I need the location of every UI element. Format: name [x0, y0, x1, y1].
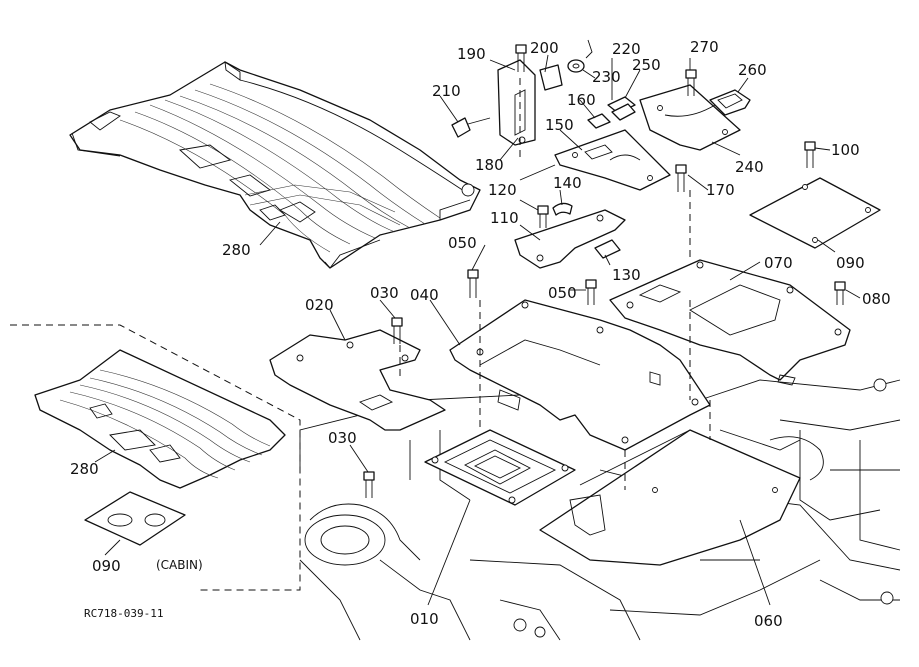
label-170: 170 — [706, 181, 735, 199]
part-number-labels: 190 200 210 220 230 250 270 260 160 150 … — [70, 38, 891, 630]
plate-090-cabin — [84, 491, 186, 546]
label-090a: 090 — [836, 254, 865, 272]
label-210: 210 — [432, 82, 461, 100]
bracket-240 — [639, 84, 741, 151]
label-150: 150 — [545, 116, 574, 134]
label-280b: 280 — [70, 460, 99, 478]
pads-160-220-250 — [587, 96, 636, 129]
label-190: 190 — [457, 45, 486, 63]
label-110: 110 — [490, 209, 519, 227]
label-220: 220 — [612, 40, 641, 58]
plate-010 — [424, 429, 576, 506]
grommet-260 — [709, 89, 751, 116]
label-200: 200 — [530, 39, 559, 57]
plate-060 — [539, 429, 801, 566]
bracket-110 — [514, 209, 626, 269]
label-100: 100 — [831, 141, 860, 159]
label-270: 270 — [690, 38, 719, 56]
label-030b: 030 — [328, 429, 357, 447]
bracket-180 — [497, 59, 536, 146]
leader-lines — [94, 54, 861, 606]
label-050a: 050 — [448, 234, 477, 252]
label-050b: 050 — [548, 284, 577, 302]
label-140: 140 — [553, 174, 582, 192]
label-260: 260 — [738, 61, 767, 79]
plate-040 — [449, 299, 711, 451]
label-090b: 090 — [92, 557, 121, 575]
floor-mat-280 — [69, 61, 481, 269]
cabin-option-box — [10, 324, 301, 591]
label-160: 160 — [567, 91, 596, 109]
floor-mat-280-cabin — [34, 349, 286, 489]
label-020: 020 — [305, 296, 334, 314]
knob-210 — [451, 117, 491, 138]
label-070: 070 — [764, 254, 793, 272]
label-240: 240 — [735, 158, 764, 176]
clip-140 — [552, 202, 573, 216]
label-250: 250 — [632, 56, 661, 74]
label-030a: 030 — [370, 284, 399, 302]
label-120: 120 — [488, 181, 517, 199]
label-010: 010 — [410, 610, 439, 628]
label-280a: 280 — [222, 241, 251, 259]
assembly-lines — [399, 78, 711, 490]
bracket-150 — [554, 129, 671, 191]
plate-020 — [269, 329, 446, 431]
label-040: 040 — [410, 286, 439, 304]
plate-090 — [749, 177, 881, 249]
cabin-caption: (CABIN) — [156, 558, 203, 572]
label-060: 060 — [754, 612, 783, 630]
label-080: 080 — [862, 290, 891, 308]
label-230: 230 — [592, 68, 621, 86]
drawing-code: RC718-039-11 — [84, 607, 163, 620]
plate-070 — [609, 259, 851, 386]
label-180: 180 — [475, 156, 504, 174]
label-130: 130 — [612, 266, 641, 284]
